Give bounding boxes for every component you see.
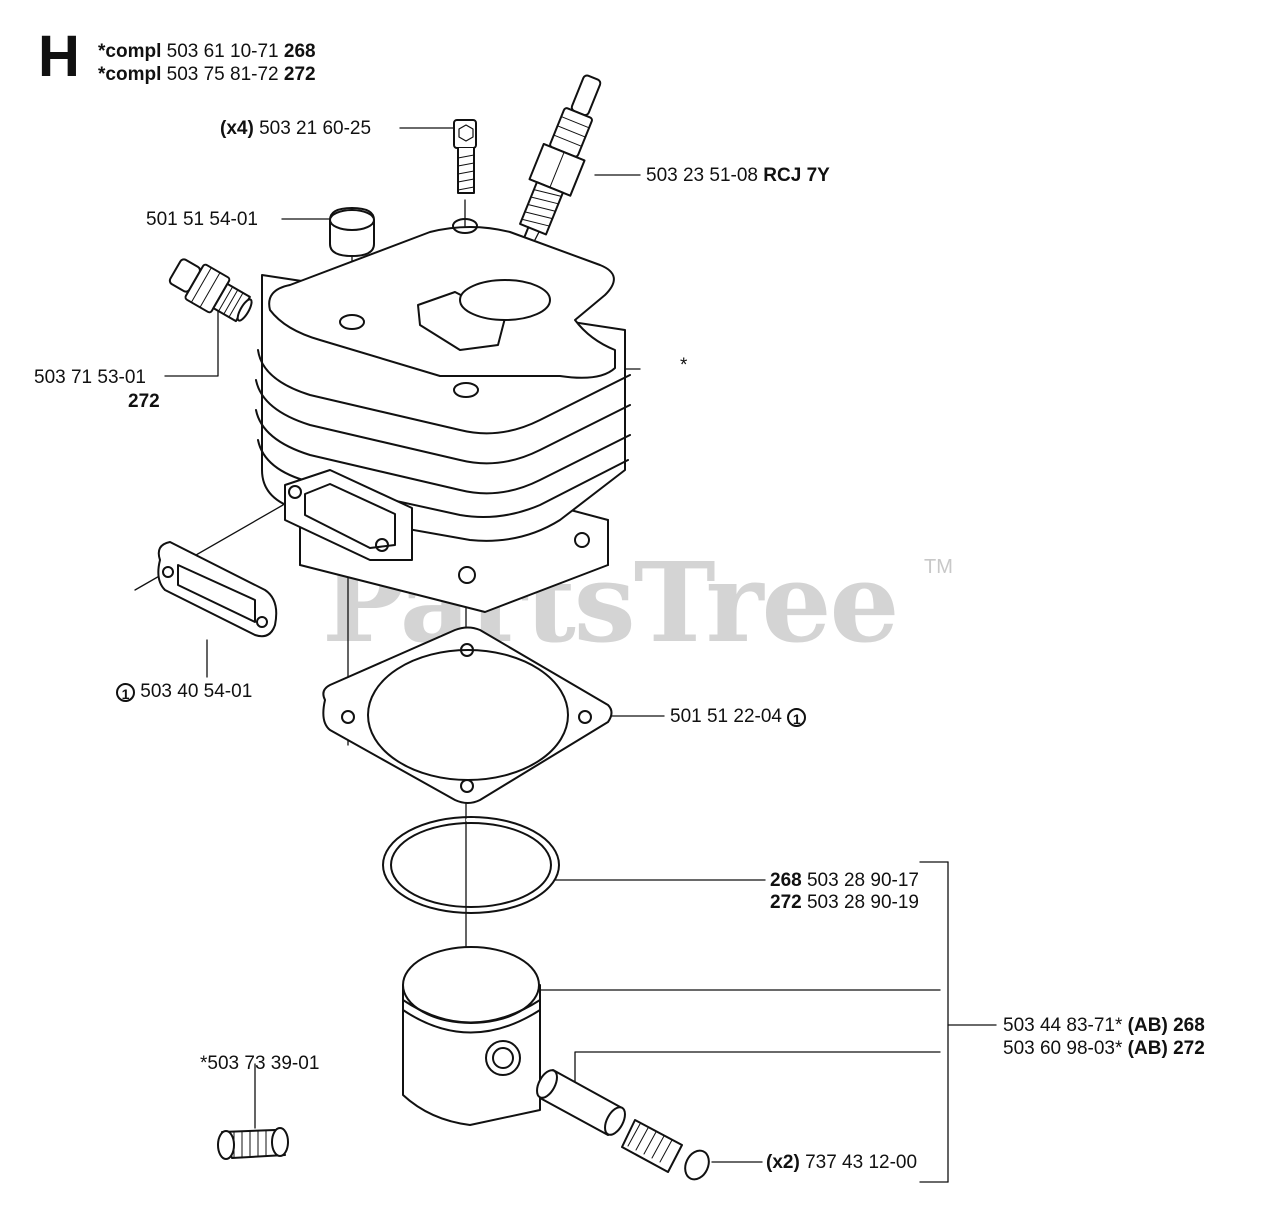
circlip-qty: (x2): [766, 1152, 800, 1173]
ring-model: 272: [770, 892, 802, 913]
circlip-part-number[interactable]: 737 43 12-00: [805, 1152, 918, 1173]
piston-model: 268: [1173, 1015, 1205, 1036]
header-prefix: *compl: [98, 41, 162, 62]
piston-ring-drawing: [382, 816, 560, 914]
label-exhaust-gasket: 1 503 40 54-01: [116, 682, 252, 702]
exhaust-gasket-drawing: [157, 541, 278, 638]
screw-part-number[interactable]: 503 21 60-25: [259, 118, 372, 139]
screw-qty: (x4): [220, 118, 254, 139]
label-needle-bearing: *503 73 39-01: [200, 1054, 319, 1073]
cylinder-marker: *: [680, 355, 688, 376]
label-cap: 501 51 54-01: [146, 210, 258, 229]
valve-model: 272: [128, 391, 160, 412]
header-model: 268: [283, 41, 316, 62]
header-part-number[interactable]: 503 75 81-72: [166, 64, 279, 85]
header-part-number[interactable]: 503 61 10-71: [166, 41, 279, 62]
label-circlip: (x2) 737 43 12-00: [766, 1153, 917, 1172]
piston-part-number[interactable]: 503 60 98-03*: [1003, 1038, 1123, 1059]
base-gasket-drawing: [322, 626, 613, 804]
header-prefix: *compl: [98, 64, 162, 85]
piston-tag: (AB): [1127, 1015, 1168, 1036]
needle-bearing-drawing: [217, 1127, 289, 1160]
label-screw: (x4) 503 21 60-25: [220, 119, 371, 138]
valve-part-number[interactable]: 503 71 53-01: [34, 367, 146, 388]
valve-drawing: [168, 258, 253, 323]
header-model: 272: [283, 64, 316, 85]
label-spark-plug: 503 23 51-08 RCJ 7Y: [646, 166, 830, 185]
label-ring-268: 268 503 28 90-17: [770, 871, 919, 890]
cap-part-number[interactable]: 501 51 54-01: [146, 209, 258, 230]
ring-part-number[interactable]: 503 28 90-19: [806, 892, 919, 913]
exhaust-gasket-part-number[interactable]: 503 40 54-01: [140, 681, 253, 702]
gasket-kit-marker: 1: [787, 708, 807, 727]
ring-part-number[interactable]: 503 28 90-17: [806, 870, 919, 891]
cylinder-drawing: [255, 218, 631, 613]
piston-tag: (AB): [1127, 1038, 1168, 1059]
spark-plug-type: RCJ 7Y: [763, 165, 830, 186]
label-valve: 503 71 53-01: [34, 368, 146, 387]
piston-model: 272: [1173, 1038, 1205, 1059]
screw-drawing: [453, 119, 477, 194]
circlip-drawing: [684, 1149, 710, 1181]
label-ring-272: 272 503 28 90-19: [770, 893, 919, 912]
spark-plug-drawing: [519, 74, 602, 244]
label-piston-272: 503 60 98-03* (AB) 272: [1003, 1039, 1205, 1058]
pin-bearing-drawing: [621, 1119, 683, 1173]
section-letter: H: [38, 24, 80, 89]
gasket-kit-marker: 1: [116, 683, 135, 702]
header-line-272: *compl 503 75 81-72 272: [98, 65, 316, 84]
piston-drawing: [402, 946, 541, 1126]
piston-pin-drawing: [536, 1069, 626, 1136]
cap-drawing: [329, 207, 375, 257]
label-base-gasket: 501 51 22-04 1: [670, 706, 807, 727]
watermark-tm: TM: [924, 556, 953, 578]
needle-bearing-part-number[interactable]: *503 73 39-01: [200, 1053, 320, 1074]
label-piston-268: 503 44 83-71* (AB) 268: [1003, 1016, 1205, 1035]
spark-plug-part-number[interactable]: 503 23 51-08: [646, 165, 758, 186]
piston-part-number[interactable]: 503 44 83-71*: [1003, 1015, 1123, 1036]
base-gasket-part-number[interactable]: 501 51 22-04: [670, 706, 782, 727]
ring-model: 268: [770, 870, 802, 891]
header-line-268: *compl 503 61 10-71 268: [98, 42, 316, 61]
